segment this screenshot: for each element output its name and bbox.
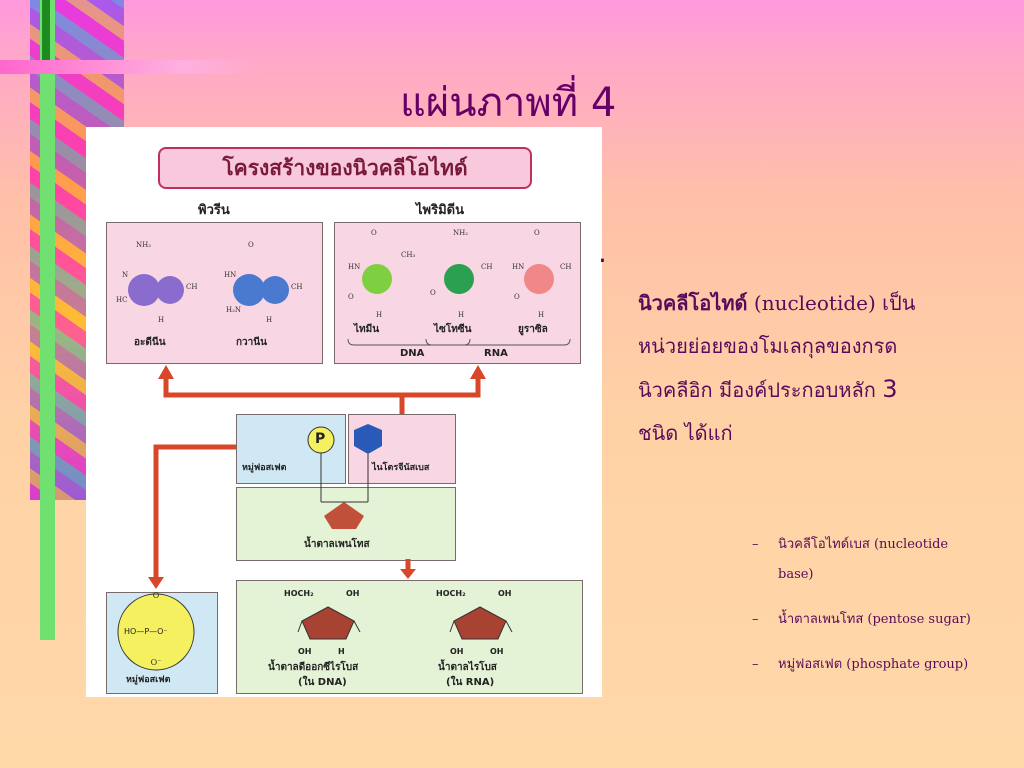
- dna-label: DNA: [400, 348, 425, 359]
- cytosine-label: ไซโทซีน: [434, 324, 472, 335]
- ribose-sub-label: (ใน RNA): [446, 677, 495, 688]
- phosphate-panel-label: หมู่ฟอสเฟต: [242, 463, 287, 473]
- decorative-pink-bar: [0, 60, 260, 74]
- svg-text:O: O: [348, 293, 354, 301]
- guanine-molecule: O HN CH H₂N H: [224, 241, 302, 324]
- arrow-head-pyrimidine: [470, 365, 486, 379]
- thymine-label: ไทมีน: [354, 324, 380, 335]
- guanine-label: กวานีน: [236, 337, 267, 348]
- deoxyribose-ring: [297, 606, 361, 640]
- nucleotide-structure-diagram: โครงสร้างของนิวคลีโอไทด์ พิวรีน ไพริมิดี…: [86, 127, 602, 697]
- adenine-molecule: NH₂ N HC CH H: [116, 241, 197, 324]
- svg-text:O: O: [153, 591, 160, 600]
- phosphate-formula: HO—P—O⁻: [124, 627, 168, 636]
- description-line-4: ชนิด ได้แก่: [638, 421, 733, 445]
- svg-text:H: H: [158, 316, 164, 324]
- phosphate-group-label: หมู่ฟอสเฟต: [126, 675, 171, 685]
- svg-text:NH₂: NH₂: [136, 241, 151, 249]
- svg-text:O: O: [534, 229, 540, 237]
- svg-text:CH: CH: [291, 283, 302, 291]
- arrow-head-phosphate: [148, 577, 164, 589]
- svg-text:CH: CH: [186, 283, 197, 291]
- svg-text:NH₂: NH₂: [453, 229, 468, 237]
- sub-bullet-nucleotide-base: –นิวคลีโอไทด์เบส (nucleotide base): [752, 537, 949, 582]
- sub-bullet-pentose-sugar: –น้ำตาลเพนโทส (pentose sugar): [752, 612, 971, 627]
- ribose-oh-top: OH: [498, 589, 512, 598]
- thymine-molecule: O CH₃ HN O H: [348, 229, 415, 319]
- svg-text:H: H: [376, 311, 382, 319]
- slide-title: แผ่นภาพที่ 4: [400, 80, 617, 126]
- deoxyribose-label: น้ำตาลดีออกซีไรโบส: [268, 662, 359, 673]
- svg-text:O: O: [430, 289, 436, 297]
- deoxyribose-hoch2: HOCH₂: [284, 589, 314, 598]
- arrows: [153, 377, 481, 579]
- main-description: นิวคลีโอไทด์ (nucleotide) เป็น หน่วยย่อย…: [638, 282, 998, 455]
- svg-text:O⁻: O⁻: [151, 658, 162, 667]
- svg-text:CH₃: CH₃: [401, 251, 415, 259]
- phosphate-group-circle: [117, 593, 195, 671]
- ribose-ring: [449, 606, 513, 640]
- sub-bullet-phosphate-group: –หมู่ฟอสเฟต (phosphate group): [752, 657, 969, 672]
- svg-text:H: H: [538, 311, 544, 319]
- deoxyribose-oh-bottom: OH: [298, 647, 312, 656]
- adenine-label: อะดีนีน: [134, 337, 166, 348]
- pyrimidine-heading: ไพริมิดีน: [416, 203, 464, 218]
- sugars-panel: [236, 580, 583, 694]
- diagram-title: โครงสร้างของนิวคลีโอไทด์: [158, 147, 532, 189]
- ribose-label: น้ำตาลไรโบส: [438, 662, 497, 673]
- cytosine-molecule: NH₂ CH O H: [430, 229, 492, 319]
- svg-text:CH: CH: [560, 263, 571, 271]
- sugar-panel-label: น้ำตาลเพนโทส: [304, 539, 370, 550]
- bullet-dot: .: [598, 236, 607, 269]
- arrow-head-purine: [158, 365, 174, 379]
- svg-text:O: O: [514, 293, 520, 301]
- deoxyribose-h-bottom: H: [338, 647, 345, 656]
- uracil-molecule: O HN CH O H: [512, 229, 571, 319]
- deoxyribose-oh-top: OH: [346, 589, 360, 598]
- svg-text:HN: HN: [512, 263, 524, 271]
- nucleobase-panel-label: ไนโตรจีนัสเบส: [372, 463, 430, 473]
- purine-heading: พิวรีน: [198, 203, 230, 218]
- svg-text:N: N: [122, 271, 128, 279]
- dna-rna-brackets: [347, 338, 571, 346]
- svg-text:HN: HN: [224, 271, 236, 279]
- svg-text:HN: HN: [348, 263, 360, 271]
- pentose-pentagon: [324, 502, 364, 529]
- svg-text:O: O: [248, 241, 254, 249]
- svg-text:CH: CH: [481, 263, 492, 271]
- term-nucleotide: นิวคลีโอไทด์: [638, 291, 748, 315]
- decorative-dark-green-bar: [42, 0, 50, 60]
- description-line-3: นิวคลีอิก มีองค์ประกอบหลัก: [638, 378, 883, 402]
- term-english: (nucleotide) เป็น: [747, 291, 916, 315]
- svg-text:H₂N: H₂N: [226, 306, 241, 314]
- rna-label: RNA: [484, 348, 508, 359]
- ribose-hoch2: HOCH₂: [436, 589, 466, 598]
- ribose-oh-bottom-right: OH: [490, 647, 504, 656]
- ribose-oh-bottom-left: OH: [450, 647, 464, 656]
- svg-text:O: O: [371, 229, 377, 237]
- svg-text:H: H: [266, 316, 272, 324]
- svg-text:H: H: [458, 311, 464, 319]
- svg-text:HC: HC: [116, 296, 127, 304]
- description-line-2: หน่วยย่อยของโมเลกุลของกรด: [638, 334, 898, 358]
- connector-lines: [320, 453, 369, 503]
- decorative-green-bar: [40, 0, 55, 640]
- nucleobase-hexagon: [354, 424, 382, 454]
- component-count: 3: [882, 375, 898, 403]
- phosphate-symbol: P: [315, 431, 326, 447]
- deoxyribose-sub-label: (ใน DNA): [298, 677, 347, 688]
- diagram-graphics: NH₂ N HC CH H O HN CH H₂N H O CH₃ HN O H…: [116, 229, 571, 671]
- uracil-label: ยูราซิล: [518, 324, 548, 335]
- arrow-head-sugar: [400, 569, 416, 579]
